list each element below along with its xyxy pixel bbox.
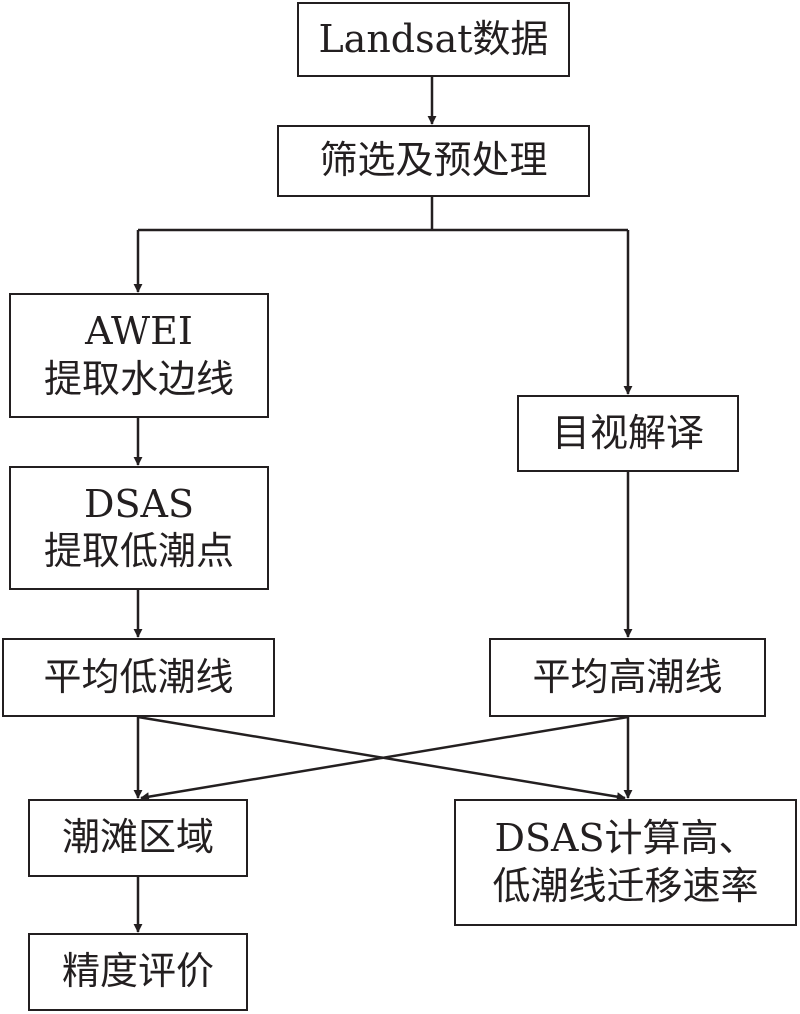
node-mean-low-tide-line-label: 平均低潮线 — [43, 654, 234, 699]
node-landsat-data-label: Landsat数据 — [318, 16, 549, 61]
node-screening-preprocessing-label: 筛选及预处理 — [319, 138, 548, 183]
node-dsas-low-tide-points-line2: 提取低潮点 — [43, 529, 234, 573]
node-dsas-migration-rate-line1: DSAS计算高、 — [494, 816, 757, 860]
node-visual-interpretation: 目视解译 — [517, 395, 739, 472]
node-accuracy-assessment-label: 精度评价 — [61, 949, 214, 994]
node-awei-waterline-line1: AWEI — [85, 309, 193, 353]
node-mean-high-tide-line-label: 平均高潮线 — [532, 654, 723, 699]
node-dsas-low-tide-points-line1: DSAS — [84, 481, 194, 526]
node-dsas-low-tide-points: DSAS 提取低潮点 — [9, 466, 269, 590]
node-tidal-flat-area: 潮滩区域 — [28, 799, 248, 877]
node-tidal-flat-area-label: 潮滩区域 — [61, 815, 214, 860]
node-mean-high-tide-line: 平均高潮线 — [489, 638, 766, 717]
node-accuracy-assessment: 精度评价 — [28, 933, 248, 1011]
node-landsat-data: Landsat数据 — [297, 2, 570, 77]
node-awei-waterline: AWEI 提取水边线 — [9, 293, 269, 418]
node-visual-interpretation-label: 目视解译 — [551, 410, 704, 455]
node-screening-preprocessing: 筛选及预处理 — [277, 125, 590, 197]
node-awei-waterline-line2: 提取水边线 — [43, 356, 234, 401]
node-dsas-migration-rate: DSAS计算高、 低潮线迁移速率 — [454, 799, 797, 926]
node-mean-low-tide-line: 平均低潮线 — [2, 638, 275, 717]
edge-mean-high-to-tidal-flat — [140, 715, 629, 802]
node-dsas-migration-rate-line2: 低潮线迁移速率 — [492, 863, 759, 908]
